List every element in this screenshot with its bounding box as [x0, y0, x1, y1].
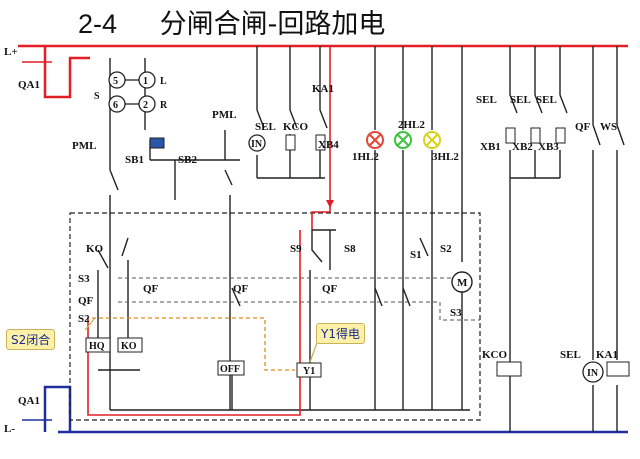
motor-icon	[451, 271, 473, 293]
ws-label: WS	[600, 121, 617, 133]
ka1-top-label: KA1	[312, 83, 334, 95]
meter-terminal-5: 5	[113, 76, 118, 87]
pml-right-label: PML	[212, 109, 236, 121]
s2-label: S2	[78, 313, 90, 325]
sb2-label: SB2	[178, 154, 197, 166]
s8-label: S8	[344, 243, 356, 255]
bus-negative-label: L-	[4, 423, 15, 435]
title-number: 2-4	[78, 9, 118, 39]
pml-left-label: PML	[72, 140, 96, 152]
energized-path	[87, 46, 331, 416]
hl2-2-label: 2HL2	[398, 119, 425, 131]
kco-top-fuse	[285, 134, 296, 151]
kco-bottom-coil	[496, 361, 522, 377]
bus-positive-label: L+	[4, 46, 18, 58]
meter-letter-r: R	[160, 100, 168, 111]
qf-left-label: QF	[78, 295, 94, 307]
motor-label: M	[457, 277, 468, 289]
in-top-label: IN	[251, 139, 263, 150]
kco-bottom-label: KCO	[482, 349, 508, 361]
s3-right-label: S3	[450, 307, 462, 319]
xb2-label: XB2	[512, 141, 533, 153]
ko-box-label: KO	[121, 341, 137, 352]
mechanism-enclosure	[69, 212, 481, 421]
orange-link-path	[92, 317, 295, 371]
off-coil	[217, 360, 245, 376]
in-bottom-label: IN	[587, 368, 599, 379]
sel-r3-label: SEL	[536, 94, 557, 106]
y1-label: Y1	[303, 366, 315, 377]
meter-letter-l: L	[160, 76, 167, 87]
sel-r1-label: SEL	[476, 94, 497, 106]
callout-s2-closed: S2闭合	[6, 329, 56, 350]
negative-bus	[22, 385, 628, 434]
s2-callout-pointer	[84, 317, 96, 331]
qf-mid-label: QF	[143, 283, 159, 295]
callout-y1-energized: Y1得电	[316, 323, 365, 344]
meter-block	[108, 71, 156, 113]
sel-bottom-label: SEL	[560, 349, 581, 361]
s1-label: S1	[410, 249, 422, 261]
ko-label: KO	[86, 243, 104, 255]
hq-label: HQ	[89, 341, 105, 352]
title-text: 分闸合闸-回路加电	[159, 9, 386, 40]
ka1-coil	[606, 361, 630, 377]
xb1-label: XB1	[480, 141, 501, 153]
hl2-3-label: 3HL2	[432, 151, 459, 163]
xb1-fuse	[505, 127, 516, 144]
xb4-fuse	[315, 134, 326, 151]
mech-link-2	[118, 301, 480, 321]
qf-r-label: QF	[575, 121, 591, 133]
xb3-label: XB3	[538, 141, 559, 153]
lamp-1hl2	[366, 131, 384, 149]
positive-bus	[18, 44, 628, 99]
s3-label: S3	[78, 273, 90, 285]
contact-marks	[97, 229, 463, 307]
interlock-block	[149, 137, 165, 149]
meter-terminal-2: 2	[143, 100, 148, 111]
lamp-2hl2	[394, 131, 412, 149]
hl2-1-label: 1HL2	[352, 151, 379, 163]
xb2-fuse	[530, 127, 541, 144]
diagram-title: 2-4 分闸合闸-回路加电	[78, 2, 385, 41]
in-bottom-circle	[582, 361, 604, 383]
xb3-fuse	[555, 127, 566, 144]
qf-mid2-label: QF	[233, 283, 249, 295]
ko-coil	[117, 337, 143, 353]
meter-terminal-6: 6	[113, 100, 118, 111]
ka1-bottom-label: KA1	[596, 349, 618, 361]
lamp-3hl2	[423, 131, 441, 149]
sel-top-label: SEL	[255, 121, 276, 133]
hq-coil	[85, 337, 111, 353]
kco-top-label: KCO	[283, 121, 309, 133]
off-label: OFF	[220, 364, 240, 375]
xb4-label: XB4	[318, 139, 339, 151]
sel-r2-label: SEL	[510, 94, 531, 106]
meter-letter-s: S	[94, 91, 100, 102]
s9-label: S9	[290, 243, 302, 255]
meter-terminal-1: 1	[143, 76, 148, 87]
sb1-label: SB1	[125, 154, 144, 166]
qf-inner-label: QF	[322, 283, 338, 295]
breaker-top-label: QA1	[18, 79, 40, 91]
s2-right-label: S2	[440, 243, 452, 255]
breaker-bottom-label: QA1	[18, 395, 40, 407]
arrow-down-icon	[326, 200, 334, 208]
y1-coil	[296, 362, 322, 378]
in-top-circle	[248, 134, 266, 152]
